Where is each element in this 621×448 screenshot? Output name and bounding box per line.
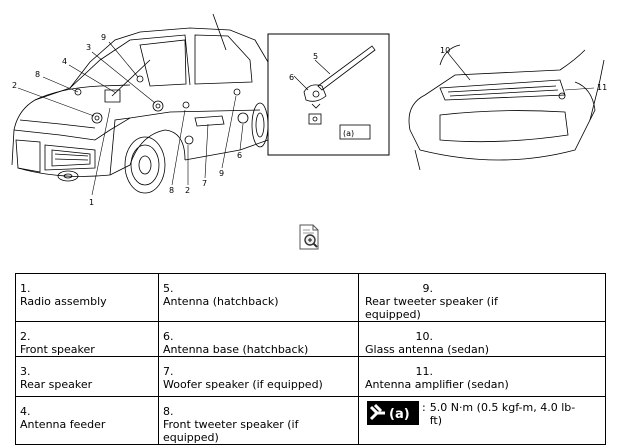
legend-cell: 6.Antenna base (hatchback) xyxy=(158,321,359,357)
audio-system-location-diagram: 2 8 4 3 9 1 8 2 7 9 6 (a) 5 6 xyxy=(11,13,607,207)
callout-6: 6 xyxy=(289,73,294,82)
sedan-illustration xyxy=(408,44,605,171)
item-number: 5. xyxy=(163,282,174,295)
callout-10: 10 xyxy=(440,46,450,55)
callout-9b: 9 xyxy=(219,169,224,178)
callout-7: 7 xyxy=(202,179,207,188)
torque-colon: : xyxy=(422,401,426,414)
item-number: 10. xyxy=(415,330,434,343)
legend-cell: 5.Antenna (hatchback) xyxy=(158,273,359,322)
callout-1: 1 xyxy=(89,198,94,207)
legend-row: 1.Radio assembly 5.Antenna (hatchback) 9… xyxy=(15,273,606,322)
torque-symbol: (a) xyxy=(389,407,410,422)
legend-cell: 7.Woofer speaker (if equipped) xyxy=(158,356,359,397)
item-number: 11. xyxy=(415,365,434,378)
item-label: Antenna amplifier (sedan) xyxy=(365,378,509,391)
hatchback-illustration xyxy=(11,13,271,194)
item-label: Antenna (hatchback) xyxy=(163,295,279,308)
left-callouts xyxy=(17,41,244,196)
item-number: 7. xyxy=(163,365,174,378)
item-label: Woofer speaker (if equipped) xyxy=(163,378,323,391)
right-callouts xyxy=(447,52,595,91)
item-label: Antenna base (hatchback) xyxy=(163,343,309,356)
zoom-icon[interactable] xyxy=(299,224,321,250)
legend-row: 3.Rear speaker 7.Woofer speaker (if equi… xyxy=(15,356,606,397)
callout-9: 9 xyxy=(101,33,106,42)
item-number: 4. xyxy=(20,405,31,418)
item-number: 3. xyxy=(20,365,31,378)
callout-3: 3 xyxy=(86,43,91,52)
parts-legend-table: 1.Radio assembly 5.Antenna (hatchback) 9… xyxy=(15,273,606,445)
item-label: Rear speaker xyxy=(20,378,93,391)
antenna-inset: (a) 5 6 xyxy=(267,33,390,156)
legend-row: 2.Front speaker 6.Antenna base (hatchbac… xyxy=(15,321,606,357)
legend-cell: 1.Radio assembly xyxy=(15,273,159,322)
legend-row: 4.Antenna feeder 8.Front tweeter speaker… xyxy=(15,396,606,445)
torque-wrench-icon: (a) xyxy=(367,401,419,425)
item-label: Front tweeter speaker (if equipped) xyxy=(163,418,299,444)
svg-text:(a): (a) xyxy=(343,129,354,138)
callout-2: 2 xyxy=(12,81,17,90)
legend-cell: 11.Antenna amplifier (sedan) xyxy=(358,356,606,397)
torque-cell: (a) :5.0 N·m (0.5 kgf-m, 4.0 lb-ft) xyxy=(358,396,606,445)
item-label: Radio assembly xyxy=(20,295,107,308)
callout-6b: 6 xyxy=(237,151,242,160)
callout-4: 4 xyxy=(62,57,67,66)
left-callout-labels: 2 8 4 3 9 1 8 2 7 9 6 xyxy=(12,33,242,207)
item-label: Rear tweeter speaker (if equipped) xyxy=(365,295,498,321)
legend-cell: 2.Front speaker xyxy=(15,321,159,357)
callout-2b: 2 xyxy=(185,186,190,195)
legend-cell: 9.Rear tweeter speaker (if equipped) xyxy=(358,273,606,322)
item-number: 9. xyxy=(422,282,434,295)
item-label: Glass antenna (sedan) xyxy=(365,343,490,356)
callout-8: 8 xyxy=(35,70,40,79)
legend-cell: 10.Glass antenna (sedan) xyxy=(358,321,606,357)
legend-cell: 3.Rear speaker xyxy=(15,356,159,397)
item-label: Front speaker xyxy=(20,343,95,356)
item-number: 8. xyxy=(163,405,174,418)
torque-value: 5.0 N·m (0.5 kgf-m, 4.0 lb-ft) xyxy=(429,401,576,427)
item-number: 1. xyxy=(20,282,31,295)
callout-11: 11 xyxy=(597,83,607,92)
callout-5: 5 xyxy=(313,52,318,61)
legend-cell: 4.Antenna feeder xyxy=(15,396,159,445)
callout-8b: 8 xyxy=(169,186,174,195)
item-number: 2. xyxy=(20,330,31,343)
legend-cell: 8.Front tweeter speaker (if equipped) xyxy=(158,396,359,445)
item-number: 6. xyxy=(163,330,174,343)
item-label: Antenna feeder xyxy=(20,418,106,431)
